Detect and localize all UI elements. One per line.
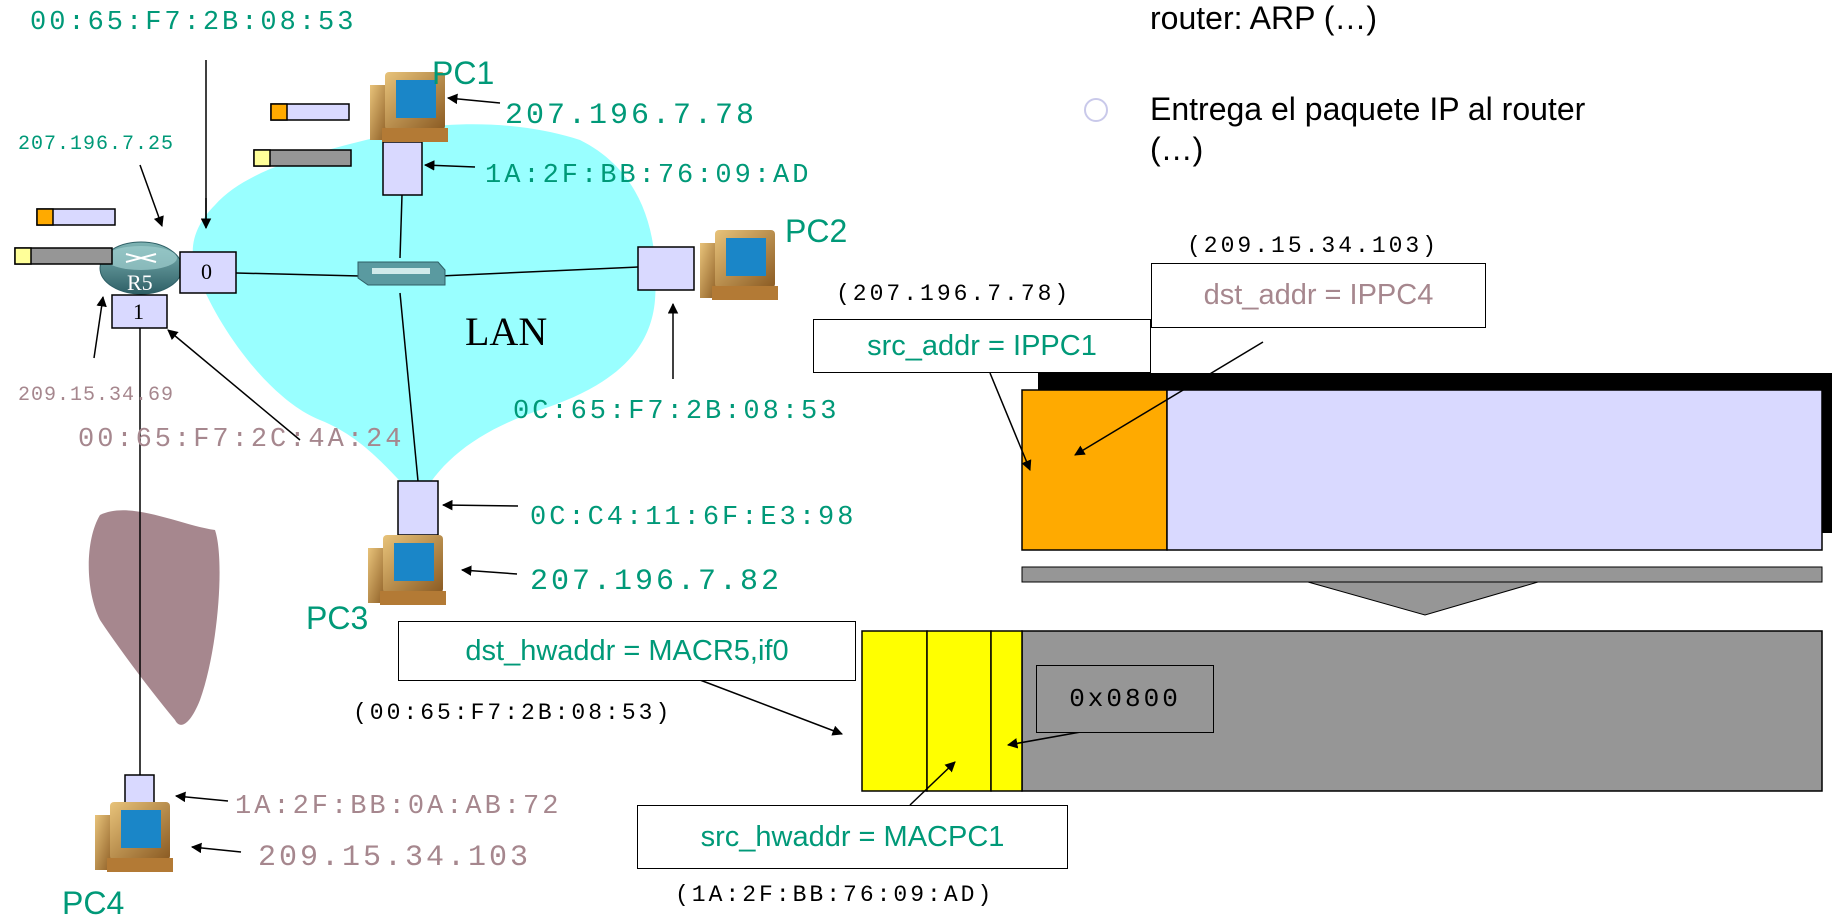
pc4-label: PC4 <box>62 885 125 921</box>
ip-src-addr-value: (207.196.7.78) <box>836 281 1072 307</box>
router-arp-table-icon <box>36 208 116 226</box>
frame-dst-hwaddr-label: dst_hwaddr = MACR5,if0 <box>398 621 856 681</box>
frame-src-mac-field[interactable] <box>926 630 992 792</box>
bullet-text-line2b: (…) <box>1150 131 1204 167</box>
frame-dst-hwaddr-value: (00:65:F7:2B:08:53) <box>353 700 673 726</box>
frame-src-hwaddr-label: src_hwaddr = MACPC1 <box>637 805 1068 869</box>
router-if1-port[interactable] <box>111 294 168 329</box>
switch-icon[interactable] <box>357 261 446 286</box>
router-routing-table-icon <box>14 247 113 265</box>
encapsulation-bar <box>1021 566 1823 583</box>
pc1-arp-table-icon <box>270 103 350 121</box>
router-if0-label: 0 <box>201 259 212 284</box>
bullet-text-line1: router: ARP (…) <box>1150 0 1378 36</box>
pc2-mac: 0C:65:F7:2B:08:53 <box>513 397 840 427</box>
annotation-arrows <box>93 93 1264 854</box>
pc1-label: PC1 <box>432 55 495 91</box>
pc2-nic[interactable] <box>637 246 695 291</box>
router-if1-mac: 00:65:F7:2C:4A:24 <box>78 425 405 455</box>
router-if1-label: 1 <box>133 299 144 324</box>
router-if0-ip: 207.196.7.25 <box>18 133 175 156</box>
pc2-label: PC2 <box>785 213 848 249</box>
pc1-computer-icon[interactable] <box>370 72 448 142</box>
router-if1-ip: 209.15.34.69 <box>18 384 175 407</box>
pc1-mac: 1A:2F:BB:76:09:AD <box>485 161 812 191</box>
ip-dst-addr-label: dst_addr = IPPC4 <box>1151 263 1486 328</box>
frame-src-hwaddr-value: (1A:2F:BB:76:09:AD) <box>675 882 995 908</box>
pc3-nic[interactable] <box>397 480 439 536</box>
frame-type-field[interactable] <box>990 630 1023 792</box>
lan-cloud <box>192 124 656 501</box>
pc2-computer-icon[interactable] <box>700 230 778 300</box>
ip-payload[interactable] <box>1166 389 1823 551</box>
pc3-computer-icon[interactable] <box>368 535 446 605</box>
frame-dst-mac-field[interactable] <box>861 630 928 792</box>
router-name-label: R5 <box>127 270 153 295</box>
bullet-text-line2a: Entrega el paquete IP al router <box>1150 91 1586 127</box>
wan-cloud <box>88 510 220 725</box>
ip-dst-addr-value: (209.15.34.103) <box>1187 233 1440 259</box>
encapsulation-arrow-icon <box>1307 581 1539 616</box>
pc4-computer-icon[interactable] <box>95 802 173 872</box>
pc1-routing-table-icon <box>253 149 352 167</box>
bullet-icon <box>1084 98 1108 122</box>
pc1-ip: 207.196.7.78 <box>505 99 758 133</box>
lan-label: LAN <box>465 309 548 354</box>
frame-type-label: 0x0800 <box>1036 665 1214 733</box>
router-if0-mac: 00:65:F7:2B:08:53 <box>30 8 357 38</box>
ip-header[interactable] <box>1021 389 1168 551</box>
ip-src-addr-label: src_addr = IPPC1 <box>813 319 1151 373</box>
router-if0-port[interactable] <box>179 251 237 294</box>
pc4-mac: 1A:2F:BB:0A:AB:72 <box>235 792 562 822</box>
pc1-nic[interactable] <box>382 141 423 196</box>
pc3-ip: 207.196.7.82 <box>530 565 783 599</box>
pc4-ip: 209.15.34.103 <box>258 841 532 875</box>
pc3-label: PC3 <box>306 600 369 636</box>
pc3-mac: 0C:C4:11:6F:E3:98 <box>530 503 857 533</box>
router-icon[interactable] <box>99 241 183 295</box>
